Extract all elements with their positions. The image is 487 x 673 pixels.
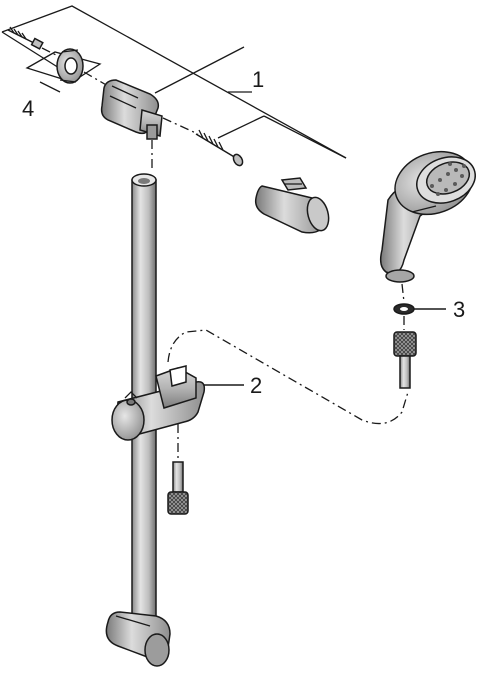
shower-spray-nozzles xyxy=(430,162,466,196)
holder-to-screw-axis xyxy=(162,117,199,135)
rosette-ring xyxy=(56,48,84,84)
callout-2: 2 xyxy=(250,373,262,398)
callout-1-frame xyxy=(1,5,347,159)
callout-3: 3 xyxy=(453,297,465,322)
shower-to-washer-axis xyxy=(401,283,405,303)
callout-leaders xyxy=(204,308,446,386)
wall-screw-top xyxy=(7,26,67,61)
rosette-to-holder-axis xyxy=(83,71,109,87)
rail-slider xyxy=(111,365,206,441)
callout-1: 1 xyxy=(252,67,264,92)
wall-screw-long xyxy=(195,129,244,167)
end-cap-cover xyxy=(254,177,330,234)
shower-hose-path xyxy=(167,329,409,425)
hand-shower xyxy=(379,150,476,283)
wall-holder-top xyxy=(100,79,163,140)
callout-4: 4 xyxy=(22,96,34,121)
callout-4-frame xyxy=(25,51,102,93)
hose-nut-upper xyxy=(393,331,417,389)
seal-washer xyxy=(393,303,415,315)
hose-nut-lower xyxy=(167,461,189,515)
wall-holder-bottom xyxy=(105,611,171,667)
